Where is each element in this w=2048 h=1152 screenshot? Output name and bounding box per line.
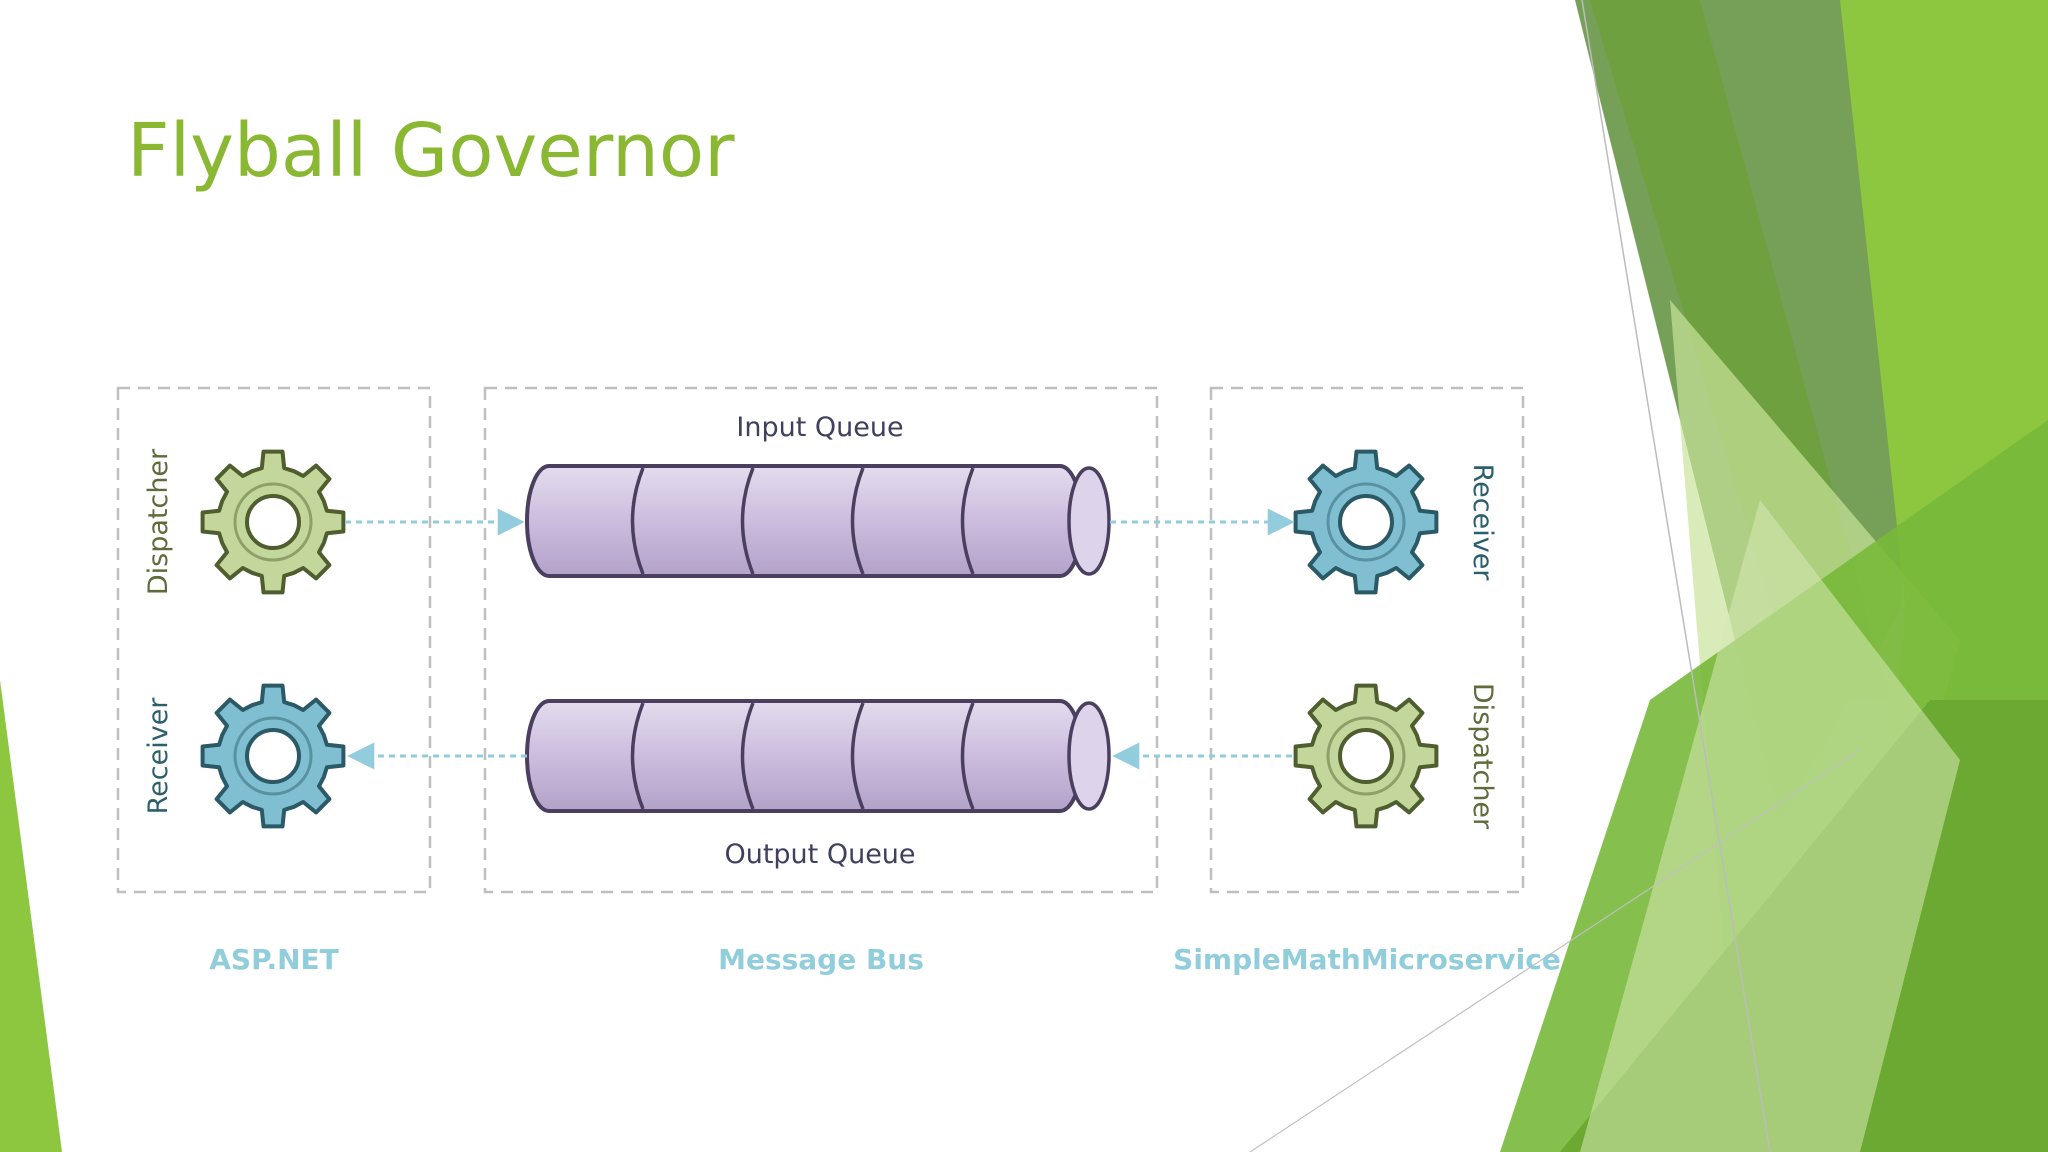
microservice-group-label: SimpleMathMicroservice xyxy=(1173,943,1561,976)
slide-title: Flyball Governor xyxy=(127,108,735,194)
asp-net-group-box xyxy=(116,386,432,894)
right-receiver-label: Receiver xyxy=(1467,464,1498,582)
output-queue-cylinder xyxy=(525,699,1111,813)
left-receiver-label: Receiver xyxy=(143,697,174,815)
message-bus-group-box xyxy=(483,386,1159,894)
right-dispatcher-gear-icon xyxy=(1293,683,1439,829)
asp-net-group-label: ASP.NET xyxy=(209,943,339,976)
right-receiver-gear-icon xyxy=(1293,449,1439,595)
left-dispatcher-gear-icon xyxy=(200,449,346,595)
message-bus-group-label: Message Bus xyxy=(718,943,924,976)
input-queue-label: Input Queue xyxy=(736,412,903,443)
right-dispatcher-label: Dispatcher xyxy=(1467,683,1498,830)
input-queue-cylinder xyxy=(525,464,1111,578)
left-receiver-gear-icon xyxy=(200,683,346,829)
microservice-group-box xyxy=(1209,386,1525,894)
left-dispatcher-label: Dispatcher xyxy=(143,448,174,595)
output-queue-label: Output Queue xyxy=(724,839,915,870)
